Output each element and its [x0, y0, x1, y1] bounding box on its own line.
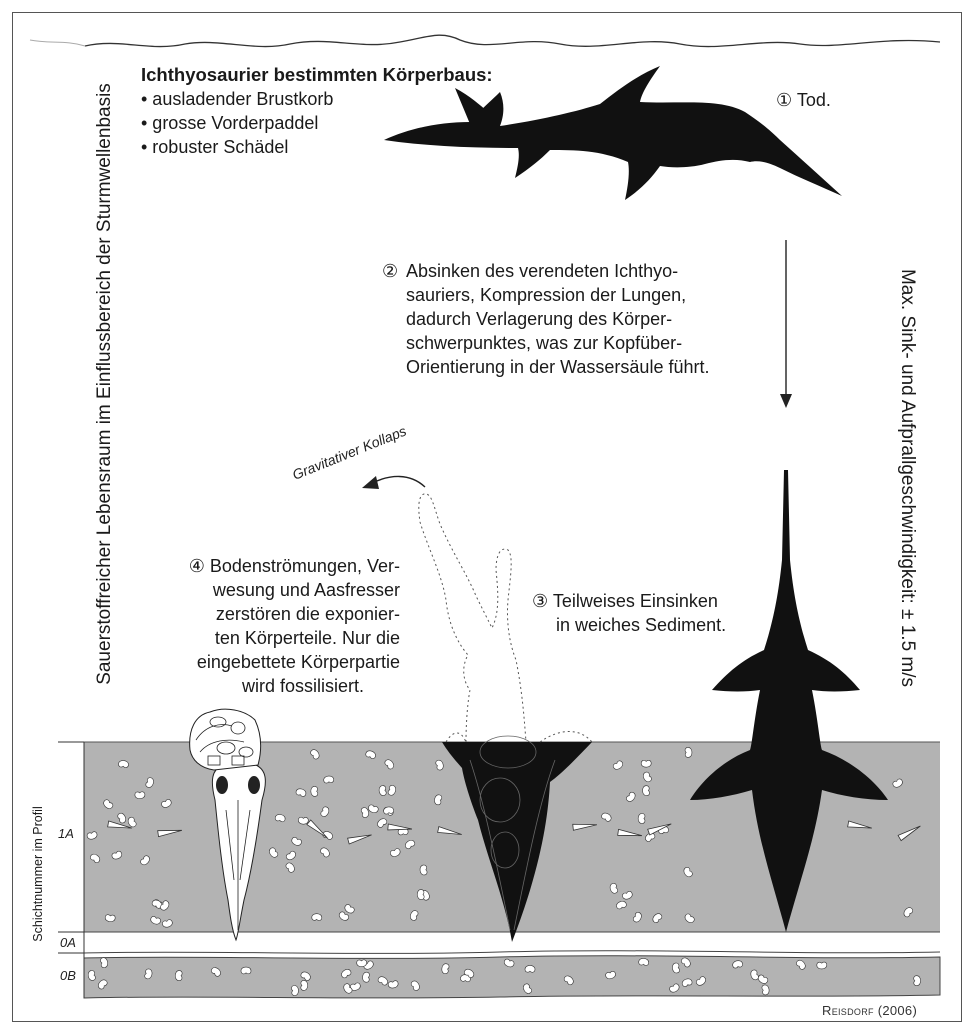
- shell-fragment: [298, 817, 308, 824]
- shell-fragment: [817, 962, 827, 969]
- step-marker: ②: [382, 259, 398, 283]
- trait-item: • robuster Schädel: [141, 135, 541, 159]
- shell-fragment: [311, 786, 318, 796]
- shell-fragment: [362, 972, 369, 982]
- shell-fragment: [135, 792, 145, 799]
- layer-label-1A: 1A: [58, 826, 74, 841]
- step-line: Bodenströmungen, Ver-: [210, 556, 400, 576]
- step-1: ① Tod.: [776, 88, 831, 112]
- step-line: sauriers, Kompression der Lungen,: [406, 283, 764, 307]
- step-line: wesung und Aasfresser: [160, 578, 400, 602]
- shell-fragment: [525, 965, 535, 972]
- step-3: ③ Teilweises Einsinken in weiches Sedime…: [532, 589, 782, 637]
- shell-fragment: [241, 967, 251, 974]
- traits-heading: Ichthyosaurier bestimmten Körperbaus:: [141, 63, 541, 87]
- sea-surface: [85, 35, 940, 46]
- layer-label-0B: 0B: [60, 968, 76, 983]
- shell-fragment: [914, 976, 921, 986]
- shell-fragment: [301, 980, 308, 990]
- trait-item: • ausladender Brustkorb: [141, 87, 541, 111]
- shell-fragment: [641, 760, 651, 767]
- shell-fragment: [638, 814, 645, 824]
- layer-label-0A: 0A: [60, 935, 76, 950]
- collapse-arrow: [370, 476, 425, 487]
- step-text: Tod.: [797, 90, 831, 110]
- step-line: Teilweises Einsinken: [553, 591, 718, 611]
- credit: Reisdorf (2006): [822, 1003, 917, 1018]
- step-line: zerstören die exponier-: [160, 602, 400, 626]
- step-line: wird fossilisiert.: [242, 674, 400, 698]
- shell-fragment: [685, 747, 692, 757]
- credit-text: Reisdorf (2006): [822, 1003, 917, 1018]
- step-line: Orientierung in der Wassersäule führt.: [406, 355, 764, 379]
- step-line: eingebettete Körperpartie: [160, 650, 400, 674]
- left-vertical-label: Sauerstoffreicher Lebensraum im Einfluss…: [94, 83, 116, 685]
- step-line: in weiches Sediment.: [556, 613, 782, 637]
- step-line: schwerpunktes, was zur Kopfüber-: [406, 331, 764, 355]
- shell-fragment: [312, 913, 322, 920]
- shell-fragment: [417, 889, 424, 899]
- step-line: dadurch Verlagerung des Körper-: [406, 307, 764, 331]
- shell-fragment: [357, 960, 367, 967]
- step-line: ten Körperteile. Nur die: [160, 626, 400, 650]
- right-vertical-label: Max. Sink- und Aufprallgeschwindigkeit: …: [896, 269, 918, 687]
- step-marker: ④: [189, 556, 205, 576]
- step-2: ② Absinken des verendeten Ichthyo- sauri…: [382, 259, 764, 379]
- traits-block: Ichthyosaurier bestimmten Körperbaus: • …: [141, 63, 541, 159]
- shell-fragment: [175, 970, 182, 980]
- step-4: ④ Bodenströmungen, Ver- wesung und Aasfr…: [160, 554, 400, 698]
- step-marker: ③: [532, 591, 548, 611]
- profile-axis-label: Schichtnummer im Profil: [31, 806, 45, 941]
- step-marker: ①: [776, 90, 792, 110]
- trait-item: • grosse Vorderpaddel: [141, 111, 541, 135]
- step-line: Absinken des verendeten Ichthyo-: [406, 259, 764, 283]
